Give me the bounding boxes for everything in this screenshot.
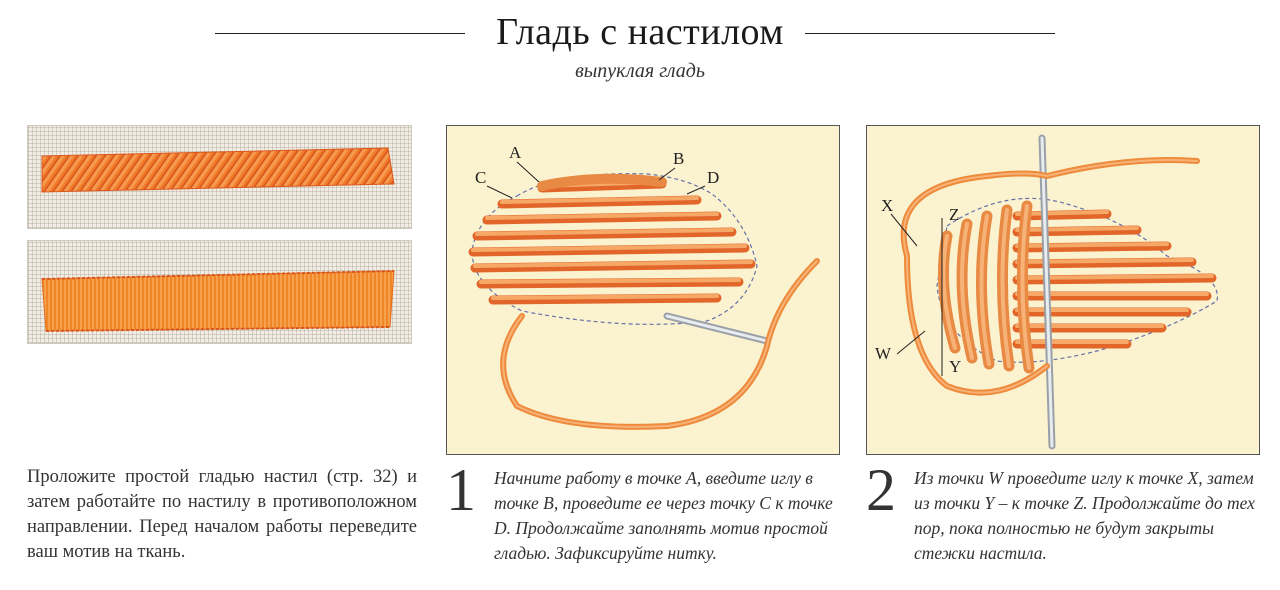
sample-swatch-raised [27, 125, 412, 229]
diagram-step-1: A B C D [446, 125, 840, 455]
diagram-step-2: X Z W Y [866, 125, 1260, 455]
sample-swatch-flat [27, 240, 412, 344]
page-title: Гладь с настилом [496, 11, 784, 53]
step-1-text: Начните работу в точке A, введите иглу в… [494, 468, 833, 563]
page-header: Гладь с настилом выпуклая гладь [0, 0, 1280, 90]
step-2-number: 2 [866, 457, 896, 523]
page-subtitle: выпуклая гладь [575, 60, 705, 82]
label-x: X [881, 196, 893, 215]
label-c: C [475, 168, 486, 187]
label-d: D [707, 168, 719, 187]
title-rule-left [215, 33, 465, 34]
step-2-illustration: X Z W Y [875, 134, 1218, 450]
title-rule-right [805, 33, 1055, 34]
step-1-number: 1 [446, 457, 476, 523]
label-b: B [673, 149, 684, 168]
step-1-illustration: A B C D [468, 143, 820, 430]
intro-caption: Проложите простой гладью настил (стр. 32… [27, 467, 417, 562]
label-y: Y [949, 357, 961, 376]
label-z: Z [949, 205, 959, 224]
needle-icon [1038, 134, 1056, 450]
flat-stitch-photo [41, 270, 395, 332]
label-w: W [875, 344, 892, 363]
label-a: A [509, 143, 522, 162]
needle-icon [663, 312, 771, 345]
raised-stitch-photo [41, 147, 395, 193]
step-2-text: Из точки W проведите иглу к точке X, зат… [914, 468, 1255, 563]
